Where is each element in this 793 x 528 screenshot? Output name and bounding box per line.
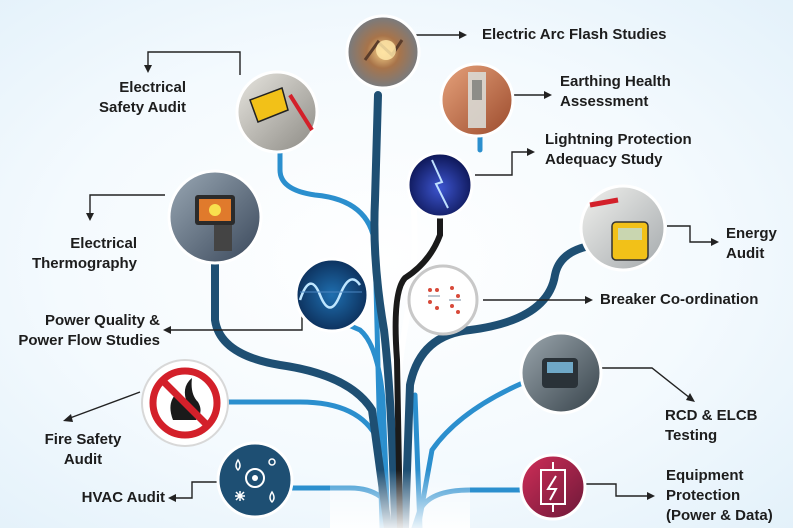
arrow-fire [69, 391, 141, 419]
label-breaker: Breaker Co-ordination [600, 291, 759, 308]
branch-thermo [211, 254, 392, 528]
arrow-heads [63, 31, 719, 502]
arrow-energy [667, 225, 712, 243]
node-energy [579, 184, 667, 272]
label-arc-flash: Electric Arc Flash Studies [482, 26, 667, 43]
node-lightning [406, 151, 474, 219]
branch-arc-flash [370, 91, 399, 528]
node-equipment [519, 453, 587, 521]
arrow-power-quality [170, 300, 303, 331]
node-thermo [167, 169, 263, 265]
branch-rcd [415, 379, 528, 528]
node-safety [235, 70, 319, 154]
node-breaker [407, 264, 479, 336]
node-fire [141, 359, 229, 447]
arrow-equipment [584, 483, 648, 497]
dark-blue-branches [211, 91, 599, 528]
node-rcd [519, 331, 603, 415]
branch-power-quality [334, 317, 391, 528]
node-earthing [439, 62, 515, 138]
node-hvac [216, 441, 294, 519]
label-power-quality: Power Quality &Power Flow Studies [18, 312, 160, 349]
arrow-lightning [475, 151, 528, 176]
branch-energy [401, 241, 599, 528]
arrow-thermo [89, 194, 165, 214]
node-arc-flash [345, 14, 421, 90]
arrow-safety [147, 51, 241, 75]
node-power-quality [294, 257, 370, 333]
connector-lines [69, 34, 712, 499]
branch-lightning [392, 212, 443, 528]
arrow-hvac [175, 481, 218, 499]
label-hvac: HVAC Audit [81, 489, 165, 506]
arrow-rcd [590, 367, 691, 399]
trunk-base-fade [330, 470, 470, 528]
